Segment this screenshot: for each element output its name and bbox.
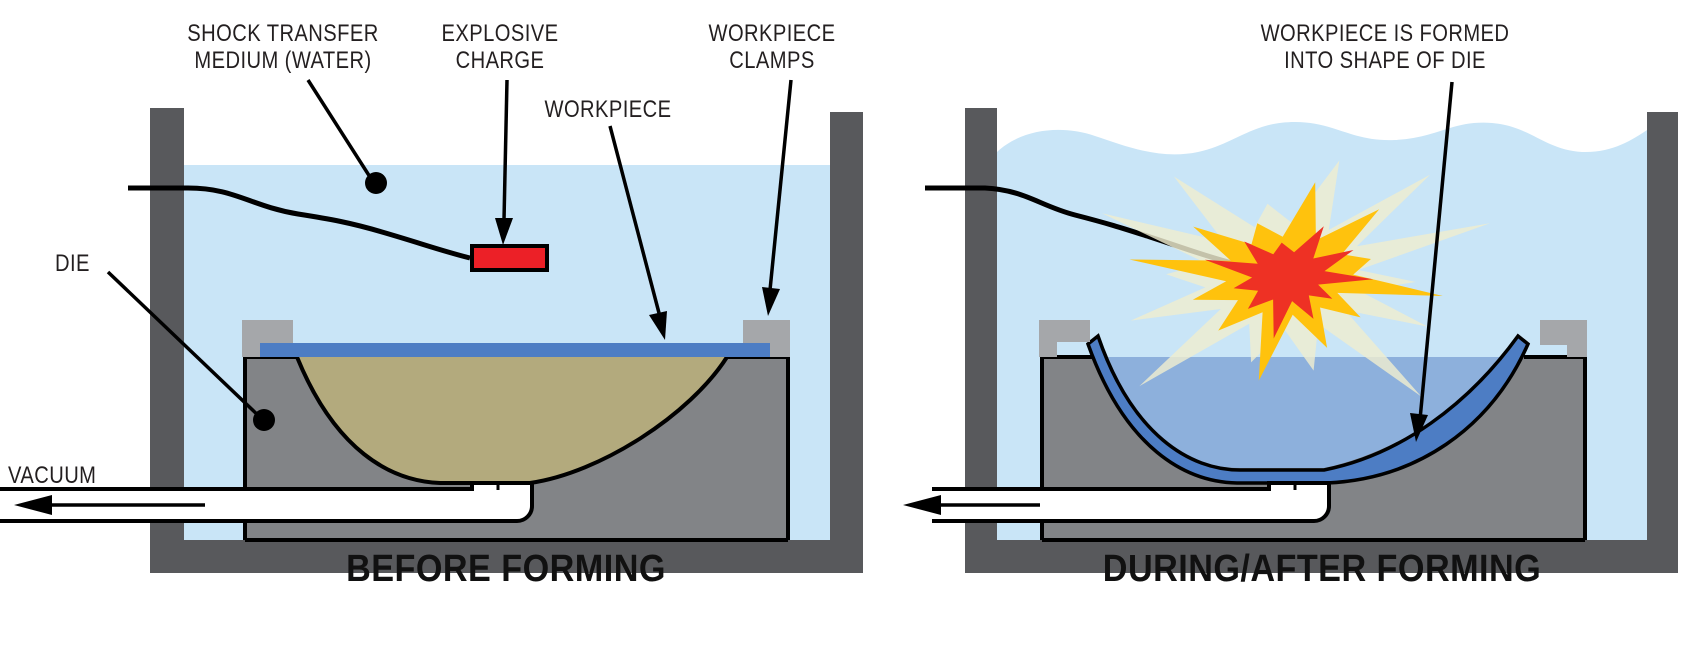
label-line: CLAMPS — [729, 47, 815, 74]
vacuum-pipe-2 — [932, 481, 1331, 523]
label-die: DIE — [55, 250, 122, 277]
leader-workpiece — [608, 125, 661, 314]
tank-bottom — [150, 540, 863, 573]
cavity-water — [1102, 357, 1514, 468]
label-line: EXPLOSIVE — [441, 20, 559, 47]
detonator-wire — [128, 185, 471, 261]
label-workpiece-formed: WORKPIECE IS FORMED INTO SHAPE OF DIE — [1242, 20, 1528, 74]
panel-before — [0, 79, 863, 573]
clamp-right-2 — [1540, 320, 1587, 357]
vacuum-pipe — [0, 481, 534, 523]
label-line: CHARGE — [455, 47, 545, 74]
clamp-right — [743, 320, 790, 357]
workpiece-formed — [1085, 333, 1531, 485]
arrowhead-explosive-charge-icon — [495, 218, 513, 245]
leader-dot-die — [253, 409, 275, 431]
tank-wall-right-2 — [1647, 112, 1678, 573]
tank-wall-right — [830, 112, 863, 573]
vacuum-arrowhead-icon — [14, 495, 52, 515]
label-line: WORKPIECE — [708, 20, 836, 47]
workpiece-plate — [260, 343, 770, 357]
arrowhead-workpiece-icon — [649, 311, 667, 340]
die-cavity-empty — [297, 357, 727, 483]
leader-formed — [1417, 81, 1454, 431]
caption-text: BEFORE FORMING — [346, 548, 666, 590]
leader-dot-shock — [365, 172, 387, 194]
explosion-core-burst — [1204, 226, 1374, 339]
label-shock-transfer-medium: SHOCK TRANSFER MEDIUM (WATER) — [157, 20, 409, 74]
label-line: DIE — [55, 250, 90, 277]
label-explosive-charge: EXPLOSIVE CHARGE — [424, 20, 575, 74]
caption-text: DURING/AFTER FORMING — [1102, 548, 1542, 590]
leader-explosive-charge — [502, 79, 509, 221]
caption-before-forming: BEFORE FORMING — [236, 548, 776, 591]
leader-shock-medium — [306, 79, 372, 178]
arrowhead-formed-icon — [1410, 413, 1428, 442]
label-workpiece-clamps: WORKPIECE CLAMPS — [701, 20, 844, 74]
label-line: MEDIUM (WATER) — [194, 47, 372, 74]
label-line: WORKPIECE — [544, 96, 672, 123]
label-line: INTO SHAPE OF DIE — [1284, 47, 1486, 74]
panel-during — [903, 81, 1678, 573]
label-line: SHOCK TRANSFER — [187, 20, 379, 47]
label-vacuum: VACUUM — [8, 462, 126, 489]
label-line: WORKPIECE IS FORMED — [1260, 20, 1510, 47]
label-line: VACUUM — [8, 462, 97, 489]
vacuum-arrowhead-2-icon — [903, 495, 941, 515]
clamp-left-2 — [1039, 320, 1090, 357]
clamp-left — [242, 320, 293, 357]
label-workpiece: WORKPIECE — [537, 96, 680, 123]
tank-bottom-2 — [965, 540, 1678, 573]
leader-clamps — [768, 79, 793, 291]
leader-die — [106, 270, 264, 421]
arrowhead-clamps-icon — [762, 287, 780, 316]
explosive-charge — [470, 244, 549, 272]
caption-during-after-forming: DURING/AFTER FORMING — [1052, 548, 1592, 591]
